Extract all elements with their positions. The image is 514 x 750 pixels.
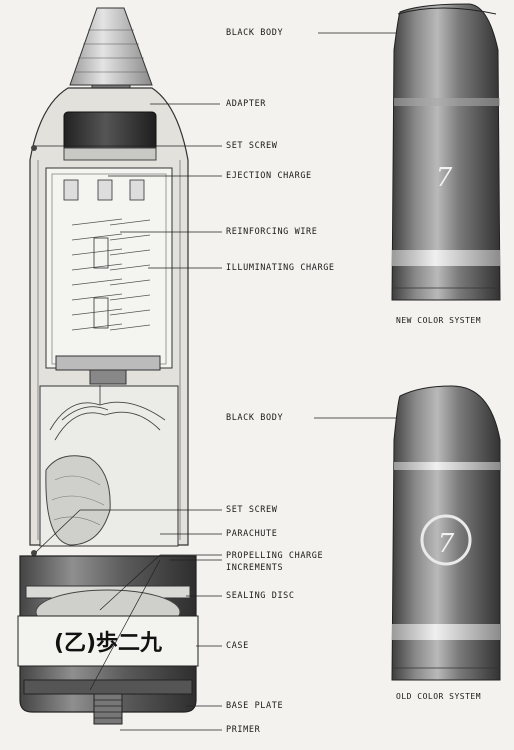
caption-new-color-system: NEW COLOR SYSTEM [396, 316, 482, 325]
label-adapter: ADAPTER [226, 99, 267, 109]
caption-old-color-system: OLD COLOR SYSTEM [396, 692, 482, 701]
shell-old-color-system [391, 385, 501, 681]
label-propelling-charge: PROPELLING CHARGE [226, 551, 324, 561]
label-set-screw-top: SET SCREW [226, 141, 278, 151]
case-stencil: (乙)歩二九 [54, 631, 162, 656]
label-case: CASE [226, 641, 249, 651]
label-black-body-bottom: BLACK BODY [226, 413, 284, 423]
leader-lines [35, 32, 400, 731]
label-sealing-disc: SEALING DISC [226, 591, 295, 601]
case-label [17, 615, 199, 667]
old-shell-number: 7 [438, 529, 455, 559]
label-illuminating-charge: ILLUMINATING CHARGE [226, 263, 335, 273]
label-increments: INCREMENTS [226, 563, 284, 573]
cutaway-round [17, 7, 199, 725]
primer [93, 693, 123, 725]
label-set-screw-bottom: SET SCREW [226, 505, 278, 515]
set-screw-top [31, 145, 37, 151]
fuze-nose [69, 7, 153, 86]
label-parachute: PARACHUTE [226, 529, 278, 539]
old-shell-band-top [394, 462, 500, 470]
base-plate [23, 679, 193, 695]
label-ejection-charge: EJECTION CHARGE [226, 171, 312, 181]
new-shell-band-lower [392, 250, 500, 266]
old-shell-number-ring [420, 514, 472, 566]
label-black-body-top: BLACK BODY [226, 28, 284, 38]
label-reinforcing-wire: REINFORCING WIRE [226, 227, 318, 237]
new-shell-band-upper [394, 98, 500, 106]
label-primer: PRIMER [226, 725, 261, 735]
new-shell-number: 7 [436, 163, 453, 193]
shell-new-color-system [391, 3, 501, 301]
label-base-plate: BASE PLATE [226, 701, 284, 711]
old-shell-band-lower [392, 624, 500, 640]
ejection-charge-pellets [63, 179, 145, 201]
set-screw-bottom [31, 550, 37, 556]
